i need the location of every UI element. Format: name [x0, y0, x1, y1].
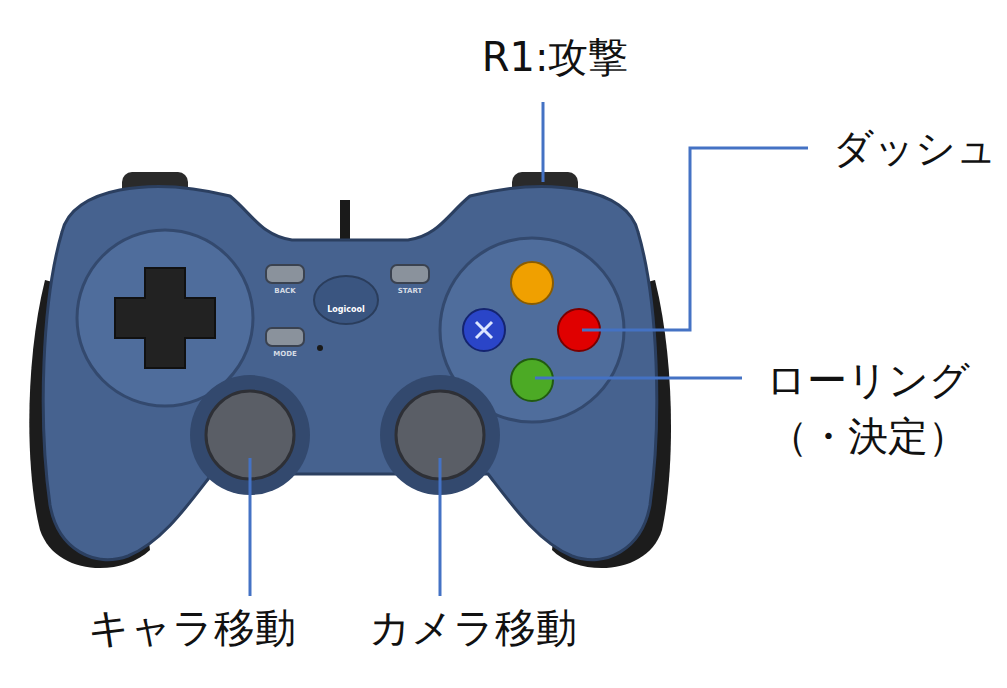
button-caption: BACK: [274, 287, 295, 295]
yellow-button: [511, 262, 553, 304]
button-caption: START: [398, 287, 423, 295]
cable: [340, 200, 350, 240]
callout-label: カメラ移動: [369, 604, 577, 653]
back-button: [266, 265, 304, 283]
cross-symbol: [476, 322, 492, 338]
leader-line: [535, 377, 742, 380]
callout-label: ローリング （・決定）: [748, 352, 988, 464]
mode-button: [266, 328, 304, 346]
leader-line: [582, 148, 808, 330]
start-button: [391, 265, 429, 283]
callout-label: キャラ移動: [88, 604, 296, 653]
callout-label: ダッシュ: [833, 124, 997, 172]
mode-led: [317, 345, 323, 351]
callout-label: R1:攻撃: [482, 33, 629, 81]
leader-line: [439, 458, 442, 596]
dpad-ring: [77, 230, 253, 406]
blue-button: [463, 309, 505, 351]
logo-badge: [314, 276, 378, 324]
green-button: [511, 359, 553, 401]
button-caption: MODE: [273, 350, 297, 358]
controller-body: [43, 187, 657, 560]
dpad: [115, 268, 215, 368]
brand-logo: Logicool: [327, 305, 365, 315]
leader-line: [542, 102, 545, 182]
leader-line: [249, 458, 252, 596]
